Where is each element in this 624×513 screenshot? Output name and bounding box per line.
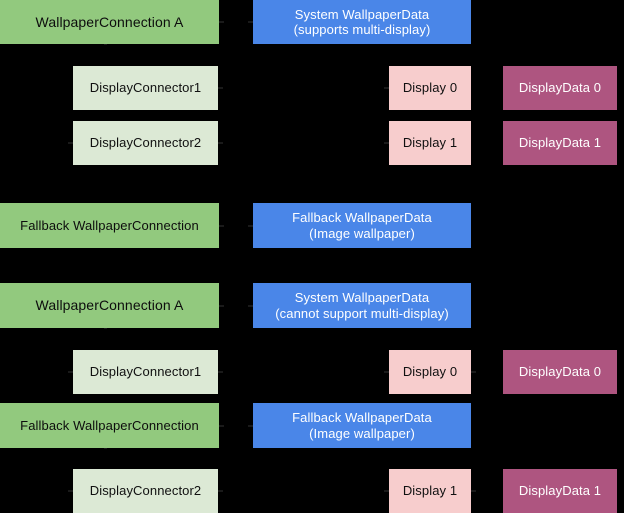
node-label-line: DisplayData 0 [518, 80, 602, 96]
stub-dc2-right-bottom [218, 490, 223, 492]
stub-disp1-left-bottom [384, 490, 389, 492]
display-data-1[interactable]: DisplayData 1 [503, 121, 617, 165]
stub-fwd-left-bottom [248, 425, 253, 427]
node-label-line: DisplayConnector2 [89, 135, 202, 151]
stub-wc-a-right-mid [219, 305, 224, 307]
stub-fwc-bottom-bottom [104, 447, 107, 449]
display-connector-1[interactable]: DisplayConnector1 [73, 66, 218, 110]
node-label-line: DisplayData 0 [518, 364, 602, 380]
display-1[interactable]: Display 1 [389, 121, 471, 165]
node-label-line: (supports multi-display) [293, 22, 431, 37]
node-label-line: DisplayData 1 [518, 483, 602, 499]
fallback-wallpaper-connection[interactable]: Fallback WallpaperConnection [0, 203, 219, 248]
stub-fwd-left-mid [248, 225, 253, 227]
stub-disp1-left-top [384, 142, 389, 144]
node-label-line: Fallback WallpaperConnection [20, 417, 199, 433]
display-connector-1[interactable]: DisplayConnector1 [73, 350, 218, 394]
node-label-line: DisplayConnector1 [89, 364, 202, 380]
display-connector-2[interactable]: DisplayConnector2 [73, 469, 218, 513]
stub-disp0-left-bottom [384, 371, 389, 373]
node-label-line: DisplayConnector1 [89, 80, 202, 96]
node-label-line: DisplayData 1 [518, 135, 602, 151]
stub-swd-left-top [248, 21, 253, 23]
stub-dc1-right-top [218, 87, 223, 89]
stub-swd2-left-mid [248, 305, 253, 307]
stub-dc2-right-top [218, 142, 223, 144]
display-data-0[interactable]: DisplayData 0 [503, 350, 617, 394]
node-label-line: (Image wallpaper) [309, 425, 415, 441]
display-connector-2[interactable]: DisplayConnector2 [73, 121, 218, 165]
stub-dc2-left-bottom [68, 490, 73, 492]
stub-wc-a-bottom-mid [104, 327, 107, 329]
system-wallpaperdata-cannot-support-multi-display[interactable]: System WallpaperData(cannot support mult… [253, 283, 471, 328]
fallback-wallpaperdata-image-wallpaper[interactable]: Fallback WallpaperData(Image wallpaper) [253, 403, 471, 448]
stub-disp0-left-top [384, 87, 389, 89]
node-label-line: (cannot support multi-display) [275, 305, 449, 321]
display-data-1[interactable]: DisplayData 1 [503, 469, 617, 513]
fallback-wallpaper-connection[interactable]: Fallback WallpaperConnection [0, 403, 219, 448]
node-label-line: Display 1 [402, 135, 458, 151]
stub-wc-a-right-top [219, 21, 224, 23]
fallback-wallpaperdata-image-wallpaper[interactable]: Fallback WallpaperData(Image wallpaper) [253, 203, 471, 248]
stub-disp1-right-bottom [471, 490, 476, 492]
display-0[interactable]: Display 0 [389, 350, 471, 394]
node-label-line: WallpaperConnection A [35, 297, 184, 314]
stub-fwc-right-mid [219, 225, 224, 227]
node-label-line: Display 0 [402, 364, 458, 380]
node-label-line: Display 1 [402, 483, 458, 499]
node-label-line: Fallback WallpaperData [292, 210, 432, 226]
node-label-line: WallpaperConnection A [35, 13, 184, 30]
stub-fwc-right-bottom [219, 425, 224, 427]
display-0[interactable]: Display 0 [389, 66, 471, 110]
stub-disp0-right-bottom [471, 371, 476, 373]
node-label-line: System WallpaperData [294, 6, 430, 22]
node-label-line: DisplayConnector2 [89, 483, 202, 499]
stub-dc1-left-bottom [68, 371, 73, 373]
stub-dc1-right-bottom [218, 371, 223, 373]
system-wallpaperdata-supports-multi-display[interactable]: System WallpaperData(supports multi-disp… [253, 0, 471, 44]
node-label-line: Fallback WallpaperConnection [20, 217, 199, 233]
stub-dc2-left-top [68, 142, 73, 144]
wallpaper-connection-a[interactable]: WallpaperConnection A [0, 0, 219, 44]
wallpaper-connection-a[interactable]: WallpaperConnection A [0, 283, 219, 328]
node-label-line: Fallback WallpaperData [292, 410, 432, 426]
node-label-line: (Image wallpaper) [309, 225, 415, 241]
display-1[interactable]: Display 1 [389, 469, 471, 513]
display-data-0[interactable]: DisplayData 0 [503, 66, 617, 110]
stub-wc-a-bottom-top [104, 43, 107, 45]
node-label-line: System WallpaperData [294, 290, 430, 306]
node-label-line: Display 0 [402, 80, 458, 96]
